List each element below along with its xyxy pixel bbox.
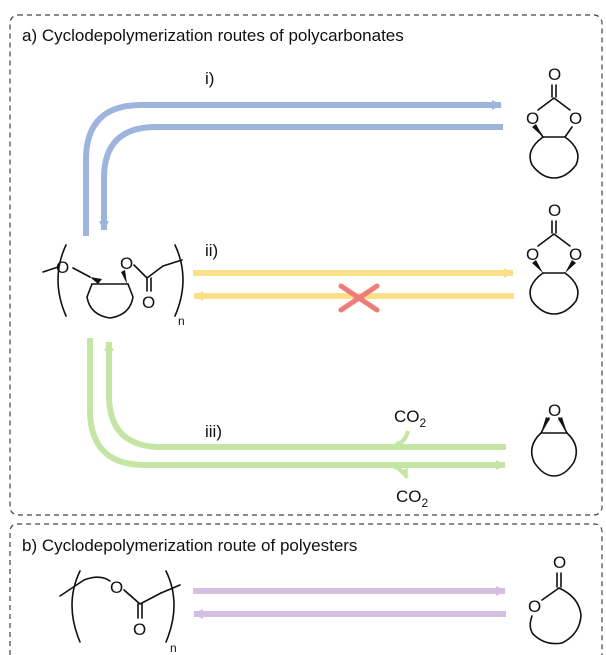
oxygen-atom: O xyxy=(526,245,539,264)
oxygen-atom: O xyxy=(142,293,155,312)
lactone-structure: O O xyxy=(528,553,582,645)
oxygen-atom: O xyxy=(56,258,69,277)
oxygen-atom: O xyxy=(133,620,146,639)
route-i-label: i) xyxy=(205,69,214,88)
oxygen-atom: O xyxy=(569,109,582,128)
oxygen-atom: O xyxy=(110,578,123,597)
co2-uptake-label: CO2 xyxy=(394,407,427,430)
co2-release-arrow xyxy=(389,463,409,479)
blocked-cross-mark xyxy=(338,283,380,313)
route-iii-forward-arrow xyxy=(87,338,506,470)
oxygen-atom: O xyxy=(120,254,133,273)
cyclic-carbonate-trans: O O O xyxy=(526,65,582,179)
panel-a-title: a) Cyclodepolymerization routes of polyc… xyxy=(22,26,404,45)
route-iii-label: iii) xyxy=(205,422,222,441)
cyclic-carbonate-cis: O O O xyxy=(526,201,582,315)
oxygen-atom: O xyxy=(526,109,539,128)
repeat-n: n xyxy=(170,641,177,655)
co2-uptake-arrow xyxy=(390,430,410,450)
co2-release-label: CO2 xyxy=(396,487,429,510)
panel-b-frame xyxy=(9,523,603,655)
oxygen-atom: O xyxy=(569,245,582,264)
panel-b-title: b) Cyclodepolymerization route of polyes… xyxy=(22,536,357,555)
route-i-forward-arrow xyxy=(83,100,502,236)
oxygen-atom: O xyxy=(548,201,561,220)
oxygen-atom: O xyxy=(548,401,561,420)
route-iii-reverse-arrow xyxy=(104,341,506,450)
repeat-n: n xyxy=(178,314,185,328)
route-ii-label: ii) xyxy=(205,241,218,260)
panel-a-frame xyxy=(9,14,603,516)
oxygen-atom: O xyxy=(553,553,566,572)
polyester-structure: O O n xyxy=(59,570,181,655)
oxygen-atom: O xyxy=(548,65,561,84)
epoxide-structure: O xyxy=(530,401,578,477)
polycarbonate-structure: O O O n xyxy=(42,244,185,328)
route-i-reverse-arrow xyxy=(99,124,503,231)
oxygen-atom: O xyxy=(528,597,541,616)
